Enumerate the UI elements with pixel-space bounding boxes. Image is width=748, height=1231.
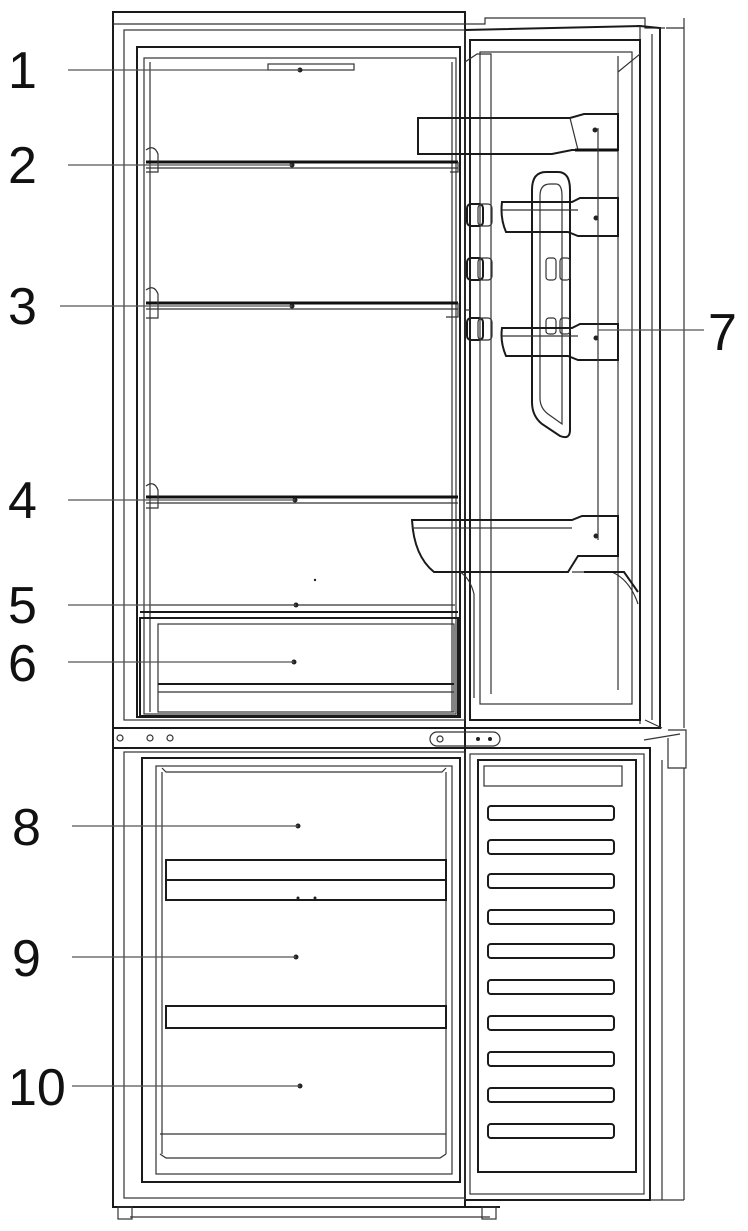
leader-lines <box>60 69 704 1087</box>
door-balcony-top <box>417 113 619 155</box>
door-shelf-small-upper <box>500 197 619 237</box>
callout-label-1: 1 <box>8 42 37 100</box>
fridge-door <box>429 17 665 747</box>
cabinet-outline <box>112 11 500 1220</box>
freezer-door-ribs <box>487 805 615 1139</box>
freezer-door <box>464 18 687 1201</box>
glass-shelf-middle <box>145 287 459 319</box>
glass-shelf-lower <box>145 483 458 509</box>
callout-label-3: 3 <box>8 278 37 336</box>
freezer-compartment <box>141 757 461 1183</box>
callout-label-4: 4 <box>8 472 37 530</box>
callout-label-9: 9 <box>12 930 41 988</box>
freezer-flap-upper <box>165 859 447 901</box>
callout-label-7: 7 <box>708 304 737 362</box>
callout-label-6: 6 <box>8 635 37 693</box>
crisper-drawer <box>139 617 459 717</box>
callout-labels: 1 2 3 4 5 6 7 8 9 10 <box>8 42 737 1117</box>
fridge-compartment <box>136 46 461 718</box>
door-balcony-bottom <box>410 515 639 698</box>
callout-label-10: 10 <box>8 1059 66 1117</box>
door-rack-pegs <box>465 203 493 341</box>
callout-label-2: 2 <box>8 137 37 195</box>
callout-label-5: 5 <box>8 577 37 635</box>
door-shelf-small-lower <box>500 323 619 361</box>
crisper-cover <box>140 578 458 613</box>
interior-light <box>267 63 355 73</box>
bottle-holder-frame <box>531 171 571 439</box>
glass-shelf-upper <box>145 147 459 173</box>
freezer-flap-lower <box>165 1005 447 1029</box>
callout-label-8: 8 <box>12 799 41 857</box>
